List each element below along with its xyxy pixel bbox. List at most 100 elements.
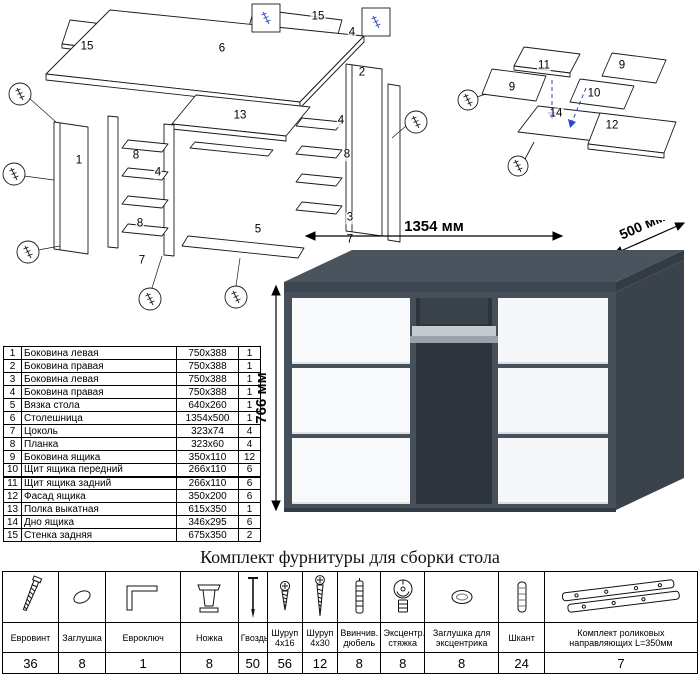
part-number-callout: 15 xyxy=(310,10,326,23)
hardware-item-qty: 36 xyxy=(2,652,59,674)
parts-table-cell-num: 2 xyxy=(3,359,22,373)
hardware-item-qty: 8 xyxy=(380,652,425,674)
parts-table-cell-name: Боковина левая xyxy=(21,346,177,360)
parts-table-cell-qty: 6 xyxy=(238,463,261,477)
hardware-item-qty: 1 xyxy=(105,652,181,674)
parts-table-cell-name: Фасад ящика xyxy=(21,489,177,503)
parts-table-cell-size: 675x350 xyxy=(176,528,239,542)
part-number-callout: 13 xyxy=(232,109,248,122)
cap-icon xyxy=(57,571,107,623)
threaded-dowel-icon xyxy=(337,571,382,623)
parts-table-cell-num: 9 xyxy=(3,450,22,464)
parts-table-cell-size: 266x110 xyxy=(176,475,239,490)
hardware-icons-row xyxy=(2,571,699,623)
parts-table-cell-num: 8 xyxy=(3,437,22,451)
part-number-callout: 3 xyxy=(345,211,355,224)
exploded-drawer-parts xyxy=(481,46,677,159)
hardware-item-label: Комплект роликовых направляющих L=350мм xyxy=(543,622,699,653)
parts-table-cell-name: Стенка задняя xyxy=(21,528,177,542)
part-number-callout: 14 xyxy=(548,107,564,120)
part-number-callout: 4 xyxy=(336,114,346,127)
parts-table-cell-qty: 12 xyxy=(238,450,261,464)
parts-table-cell-num: 10 xyxy=(3,463,22,477)
part-number-callout: 8 xyxy=(131,149,141,162)
desk-body xyxy=(284,250,684,512)
hardware-item-label: Ввинчив. дюбель xyxy=(337,622,382,653)
part-number-callout: 5 xyxy=(253,223,263,236)
center-opening xyxy=(410,298,498,504)
parts-table-cell-name: Планка xyxy=(21,437,177,451)
confirmat-screw-icon xyxy=(2,571,59,623)
depth-dimension-label: 500 мм xyxy=(617,220,667,242)
part-number-callout: 4 xyxy=(153,166,163,179)
part-number-callout: 12 xyxy=(604,119,620,132)
drawer-slides-icon xyxy=(543,571,699,623)
nail-icon xyxy=(237,571,268,623)
parts-table-cell-num: 4 xyxy=(3,385,22,399)
hardware-item-label: Заглушка для эксцентрика xyxy=(423,622,500,653)
parts-table-cell-size: 640x260 xyxy=(176,398,239,412)
parts-table-cell-qty: 2 xyxy=(238,528,261,542)
hardware-item-qty: 7 xyxy=(543,652,699,674)
parts-table-cell-size: 750x388 xyxy=(176,346,239,360)
parts-table-cell-size: 750x388 xyxy=(176,359,239,373)
right-drawer-fronts xyxy=(498,298,608,504)
parts-table-cell-size: 1354x500 xyxy=(176,411,239,425)
parts-table-cell-size: 615x350 xyxy=(176,502,239,516)
hardware-item-label: Гвоздь xyxy=(237,622,268,653)
parts-table-cell-size: 323x60 xyxy=(176,437,239,451)
parts-table-cell-num: 6 xyxy=(3,411,22,425)
parts-table-cell-num: 12 xyxy=(3,489,22,503)
parts-table-cell-qty: 6 xyxy=(238,489,261,503)
parts-table-cell-size: 323x74 xyxy=(176,424,239,438)
parts-table-cell-num: 7 xyxy=(3,424,22,438)
part-number-callout: 2 xyxy=(357,66,367,79)
cam-cap-icon xyxy=(423,571,500,623)
parts-table-cell-num: 1 xyxy=(3,346,22,360)
part-number-callout: 6 xyxy=(217,42,227,55)
hardware-item-label: Шуруп 4x16 xyxy=(266,622,303,653)
desk-3d-render: 1354 мм 500 мм 766 мм xyxy=(254,220,700,546)
hardware-item-label: Евроключ xyxy=(105,622,181,653)
parts-table-cell-qty: 1 xyxy=(238,359,261,373)
parts-table-cell-num: 13 xyxy=(3,502,22,516)
parts-table-cell-num: 5 xyxy=(3,398,22,412)
part-number-callout: 10 xyxy=(586,87,602,100)
hardware-item-qty: 50 xyxy=(237,652,268,674)
parts-table-cell-qty: 1 xyxy=(238,372,261,386)
parts-table-cell-name: Боковина правая xyxy=(21,359,177,373)
parts-table-cell-qty: 1 xyxy=(238,385,261,399)
parts-table-cell-qty: 4 xyxy=(238,424,261,438)
part-number-callout: 15 xyxy=(79,40,95,53)
height-dimension-arrow xyxy=(271,284,281,512)
desk-render-drawing: 1354 мм 500 мм 766 мм xyxy=(254,220,686,512)
width-dimension-label: 1354 мм xyxy=(404,220,464,235)
hardware-item-qty: 24 xyxy=(498,652,545,674)
part-number-callout: 7 xyxy=(345,233,355,246)
parts-table-cell-name: Боковина ящика xyxy=(21,450,177,464)
parts-table-cell-size: 266x110 xyxy=(176,463,239,477)
hardware-item-qty: 8 xyxy=(57,652,107,674)
hardware-item-qty: 8 xyxy=(337,652,382,674)
parts-table-cell-qty: 1 xyxy=(238,398,261,412)
part-number-callout: 8 xyxy=(135,217,145,230)
parts-table-cell-qty: 6 xyxy=(238,515,261,529)
hardware-item-label: Ножка xyxy=(179,622,239,653)
parts-table-cell-name: Столешница xyxy=(21,411,177,425)
hardware-kit-title: Комплект фурнитуры для сборки стола xyxy=(200,547,500,567)
parts-table-cell-name: Вязка стола xyxy=(21,398,177,412)
